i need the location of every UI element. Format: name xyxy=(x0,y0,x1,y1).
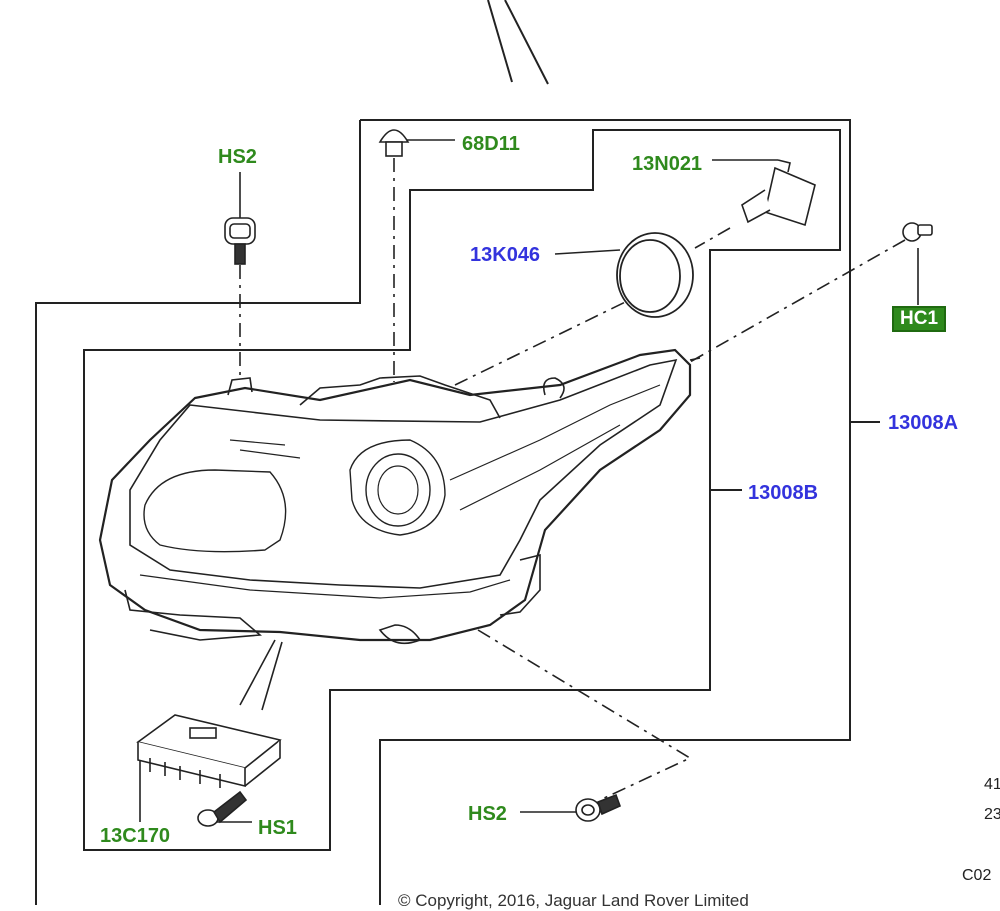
top-line-left xyxy=(487,0,513,83)
corner-text-2: 23 xyxy=(984,806,1000,823)
callout-hc1[interactable]: HC1 xyxy=(892,306,947,332)
dash-bottom xyxy=(477,629,692,801)
corner-text-1: 41 xyxy=(984,776,1000,793)
frame-13008b xyxy=(83,129,841,851)
callout-hs1[interactable]: HS1 xyxy=(258,817,297,839)
callout-13008b[interactable]: 13008B xyxy=(748,482,819,504)
corner-text-3: C02 xyxy=(962,867,992,884)
callout-13008a[interactable]: 13008A xyxy=(888,412,959,434)
callout-68d11[interactable]: 68D11 xyxy=(462,133,520,155)
screw-hs1-icon xyxy=(197,790,248,827)
bolt-hs2-top-icon xyxy=(224,217,256,265)
dash-13k046 xyxy=(454,289,651,386)
callout-hs2-bottom[interactable]: HS2 xyxy=(468,803,507,825)
callout-13n021[interactable]: 13N021 xyxy=(632,153,703,175)
callout-13k046[interactable]: 13K046 xyxy=(470,244,541,266)
dash-bulb xyxy=(694,227,731,249)
top-line-right xyxy=(504,0,549,85)
cap-13k046-icon xyxy=(616,232,694,318)
leader-13k046 xyxy=(554,249,621,255)
screw-hc1-icon xyxy=(902,222,933,242)
copyright-notice: © Copyright, 2016, Jaguar Land Rover Lim… xyxy=(398,891,749,910)
bolt-hs2-bottom-icon xyxy=(575,793,622,822)
headlamp-assembly-icon xyxy=(98,348,701,645)
clip-68d11-icon xyxy=(378,129,410,157)
dash-hc1 xyxy=(689,239,906,363)
leader-module xyxy=(239,639,283,711)
bulb-13n021-icon xyxy=(741,159,816,227)
callout-13c170[interactable]: 13C170 xyxy=(100,825,171,847)
frame-13008a xyxy=(35,119,851,905)
module-13c170-icon xyxy=(136,714,282,788)
callout-hs2-top[interactable]: HS2 xyxy=(218,146,257,168)
